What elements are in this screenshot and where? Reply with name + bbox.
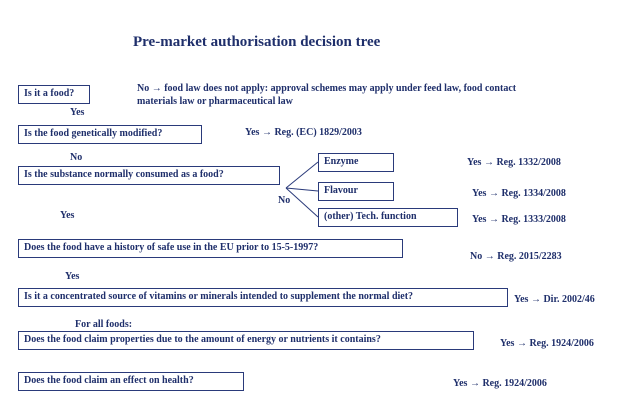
label-all-foods: For all foods: xyxy=(75,319,133,330)
label-food-yes: Yes xyxy=(70,107,85,118)
label-not-food-line1: No → food law does not apply: approval s… xyxy=(137,83,517,94)
label-enzyme-yes: Yes → Reg. 1332/2008 xyxy=(467,157,561,168)
question-energy-nutrients: Does the food claim properties due to th… xyxy=(18,331,474,350)
label-flavour-yes: Yes → Reg. 1334/2008 xyxy=(472,188,566,199)
label-not-food-line2: materials law or pharmaceutical law xyxy=(137,96,293,107)
label-tech-yes: Yes → Reg. 1333/2008 xyxy=(472,214,566,225)
label-history-yes: Yes xyxy=(65,271,80,282)
label-consumed-no: No xyxy=(278,195,291,206)
label-gm-no: No xyxy=(70,152,83,163)
function-enzyme: Enzyme xyxy=(318,153,394,172)
label-energy-yes: Yes → Reg. 1924/2006 xyxy=(500,338,594,349)
question-history-safe-use: Does the food have a history of safe use… xyxy=(18,239,403,258)
question-vitamins-minerals: Is it a concentrated source of vitamins … xyxy=(18,288,508,307)
label-consumed-yes: Yes xyxy=(60,210,75,221)
connector-enzyme xyxy=(285,161,319,189)
connector-flavour xyxy=(285,187,319,192)
function-flavour: Flavour xyxy=(318,182,394,201)
label-history-no: No → Reg. 2015/2283 xyxy=(470,251,562,262)
question-normally-consumed: Is the substance normally consumed as a … xyxy=(18,166,280,185)
question-genetically-modified: Is the food genetically modified? xyxy=(18,125,202,144)
label-gm-yes: Yes → Reg. (EC) 1829/2003 xyxy=(245,127,362,138)
label-health-yes: Yes → Reg. 1924/2006 xyxy=(453,378,547,389)
connector-tech xyxy=(285,187,319,218)
question-is-food: Is it a food? xyxy=(18,85,90,104)
diagram-title: Pre-market authorisation decision tree xyxy=(133,34,381,50)
label-vitamins-yes: Yes → Dir. 2002/46 xyxy=(514,294,595,305)
function-tech: (other) Tech. function xyxy=(318,208,458,227)
question-health-effect: Does the food claim an effect on health? xyxy=(18,372,244,391)
